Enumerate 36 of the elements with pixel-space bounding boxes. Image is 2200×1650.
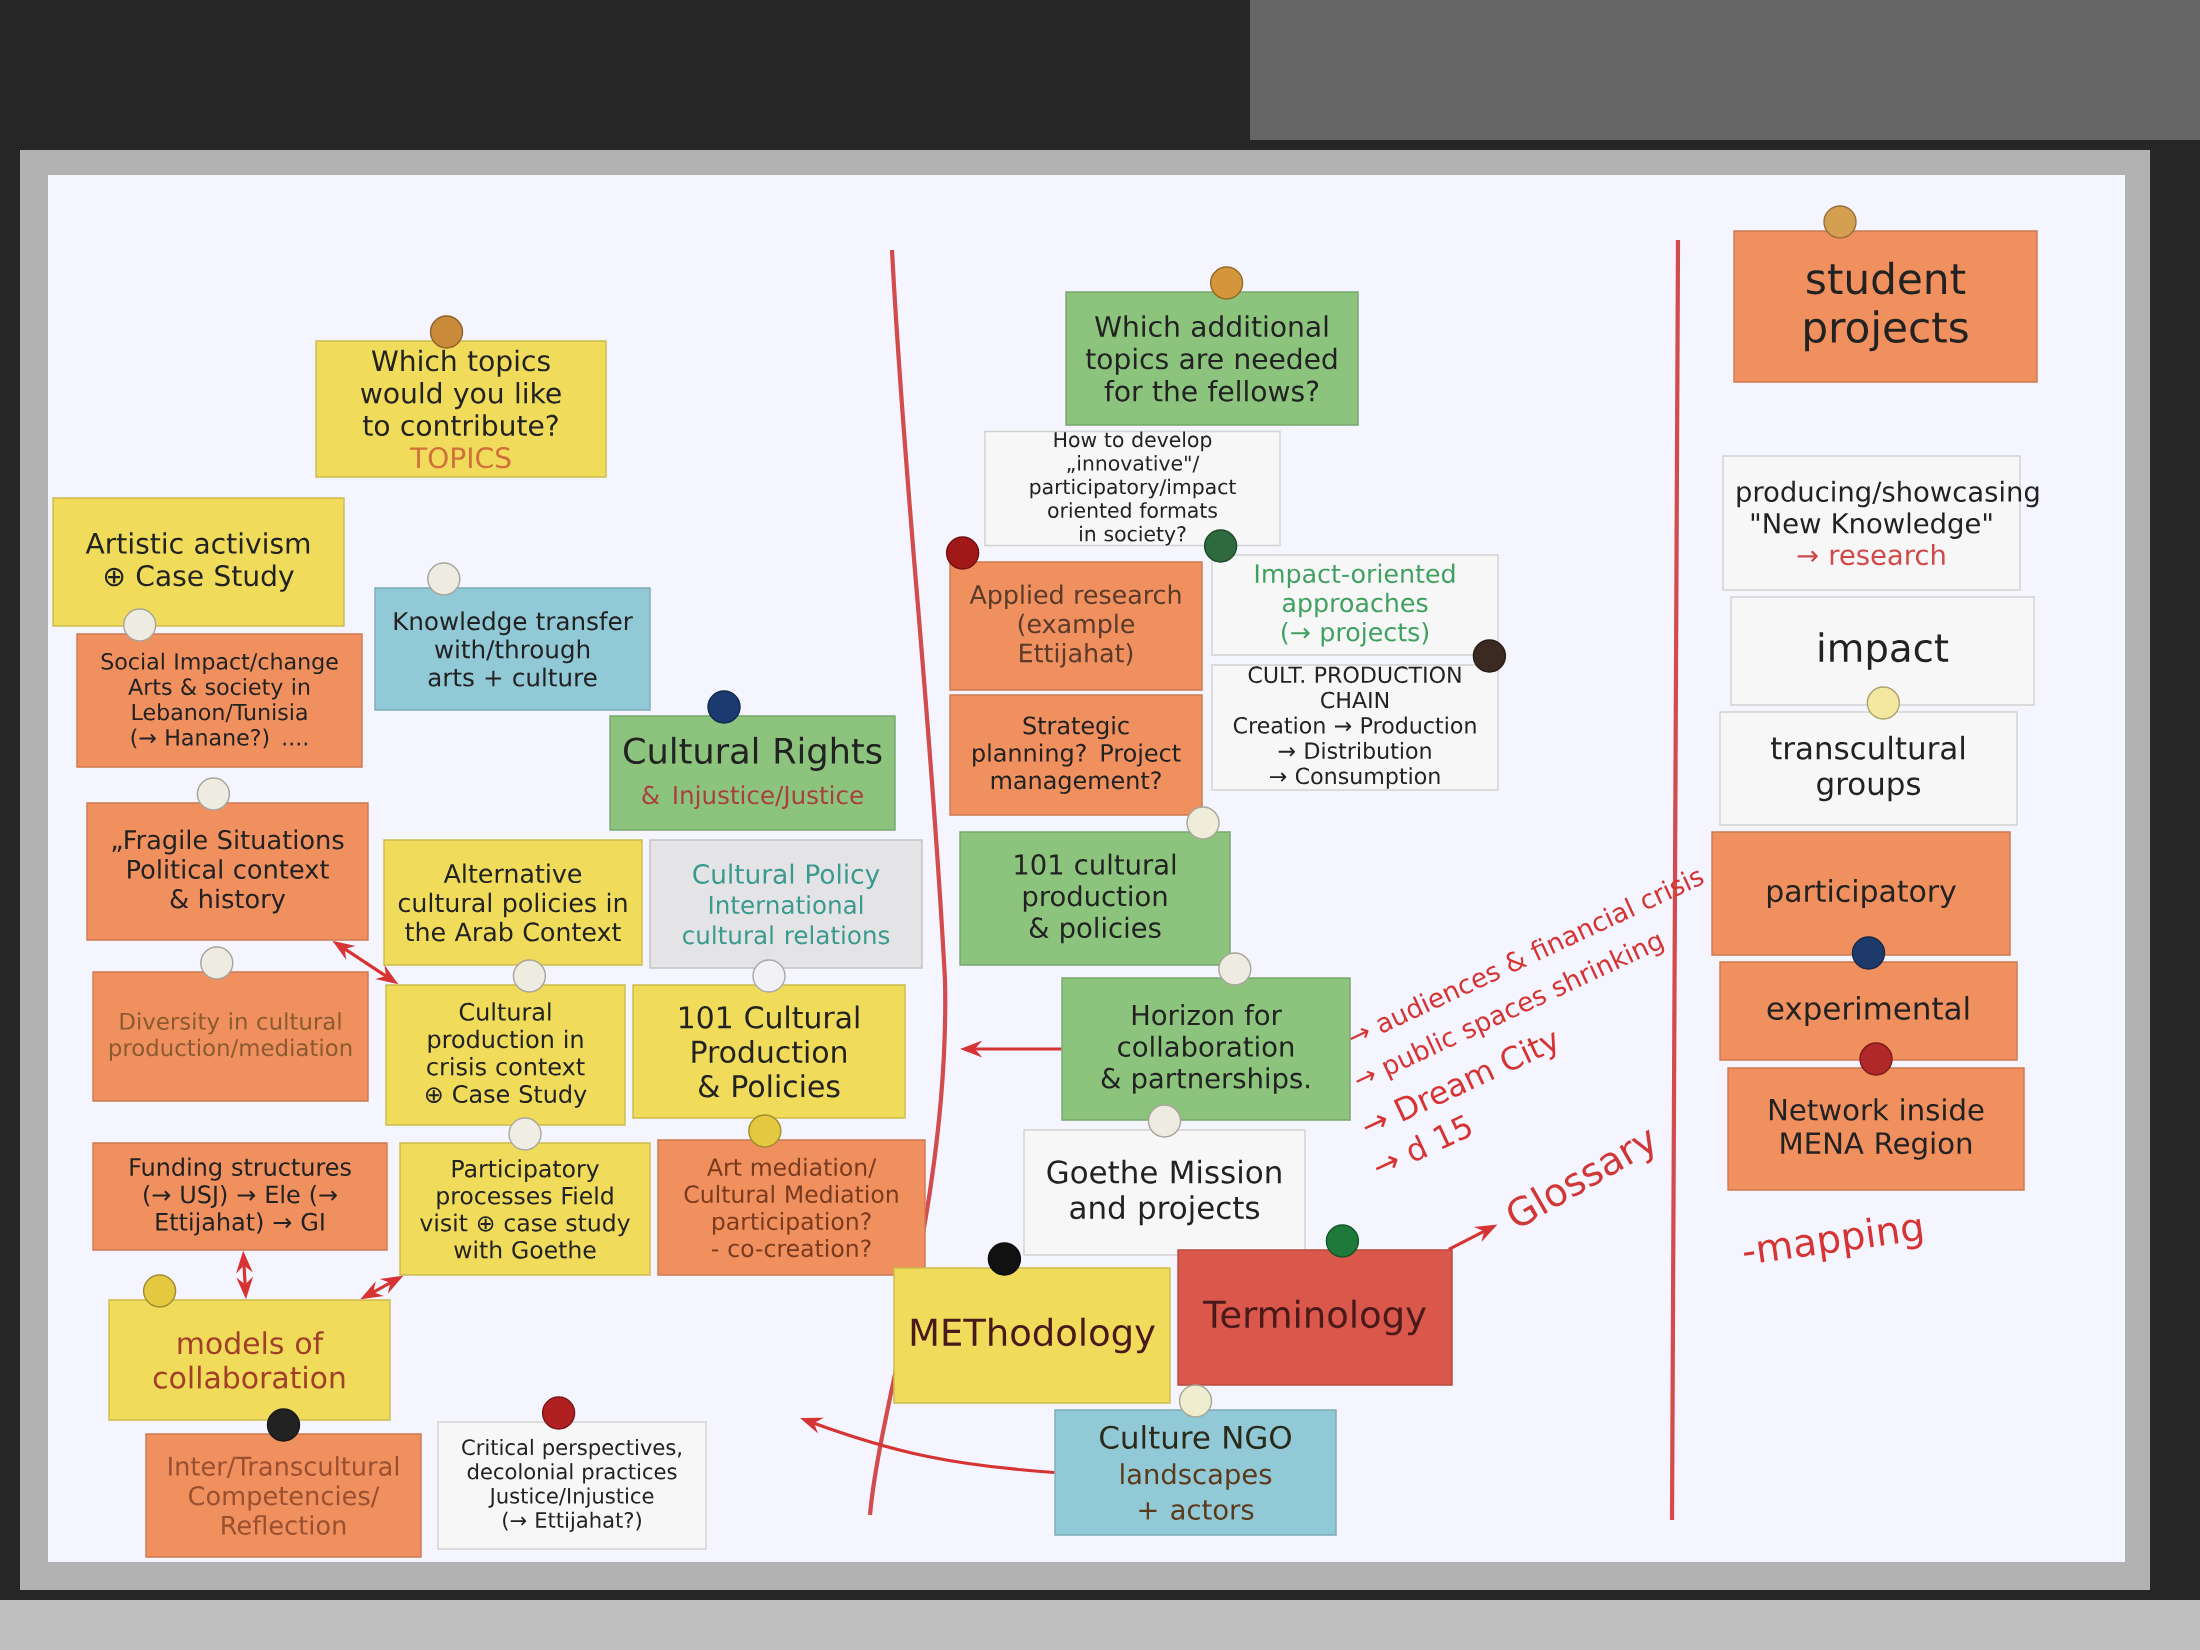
sticky-note: 101 Cultural Production & Policies: [632, 984, 906, 1119]
sticky-note: How to develop „innovative"/ participatory/impact oriented formats in society?: [984, 430, 1281, 547]
sticky-note: Which additional topics are needed for the fellows?: [1065, 291, 1359, 426]
sticky-note: producing/showcasing "New Knowledge" → research: [1722, 455, 2039, 591]
sticky-note: Participatory processes Field visit ⊕ case study with Goethe: [399, 1142, 651, 1276]
sticky-note: Funding structures (→ USJ) → Ele (→ Ettijahat) → GI: [92, 1142, 388, 1251]
sticky-note: Diversity in cultural production/mediation: [92, 971, 369, 1102]
sticky-note: 101 cultural production & policies: [959, 831, 1231, 966]
sticky-note: Cultural Rights & Injustice/Justice: [609, 715, 896, 831]
sticky-note: Goethe Mission and projects: [1023, 1129, 1306, 1256]
sticky-note: transcultural groups: [1719, 711, 2018, 826]
sticky-note: Strategic planning? Project management?: [949, 694, 1203, 816]
sticky-note: Inter/Transcultural Competencies/ Reflection: [145, 1433, 422, 1558]
sticky-note: student projects: [1733, 230, 2038, 383]
sticky-note: Alternative cultural policies in the Arab Context: [383, 839, 643, 966]
sticky-note: Which topics would you like to contribute? TOPICS: [315, 340, 607, 478]
sticky-note: Cultural Policy International cultural relations: [649, 839, 923, 969]
sticky-note: Horizon for collaboration & partnerships.: [1061, 977, 1351, 1121]
sticky-note: Artistic activism ⊕ Case Study: [52, 497, 345, 627]
sticky-note: CULT. PRODUCTION CHAIN Creation → Production → Distribution → Consumption: [1211, 664, 1499, 791]
sticky-note: Art mediation/ Cultural Mediation participation? - co-creation?: [657, 1139, 926, 1276]
sticky-note: METhodology: [893, 1267, 1171, 1404]
sticky-note: Knowledge transfer with/through arts + culture: [374, 587, 651, 711]
sticky-note: Critical perspectives, decolonial practices Justice/Injustice (→ Ettijahat?): [437, 1421, 707, 1550]
sticky-note: Network inside MENA Region: [1727, 1067, 2025, 1191]
sticky-note: Social Impact/change Arts & society in Lebanon/Tunisia (→ Hanane?) ....: [76, 633, 363, 768]
sticky-note: impact: [1730, 596, 2035, 706]
sticky-note: Cultural production in crisis context ⊕ Case Study: [385, 984, 626, 1126]
sticky-note: participatory: [1711, 831, 2011, 956]
sticky-note: Applied research (example Ettijahat): [949, 561, 1203, 691]
sticky-note: „Fragile Situations Political context & history: [86, 802, 369, 941]
sticky-note: experimental: [1719, 961, 2018, 1061]
sticky-note: models of collaboration: [108, 1299, 391, 1421]
sticky-note: Impact-oriented approaches (→ projects): [1211, 554, 1499, 656]
sticky-note: Culture NGO landscapes + actors: [1054, 1409, 1337, 1536]
sticky-note: Terminology: [1177, 1249, 1453, 1386]
